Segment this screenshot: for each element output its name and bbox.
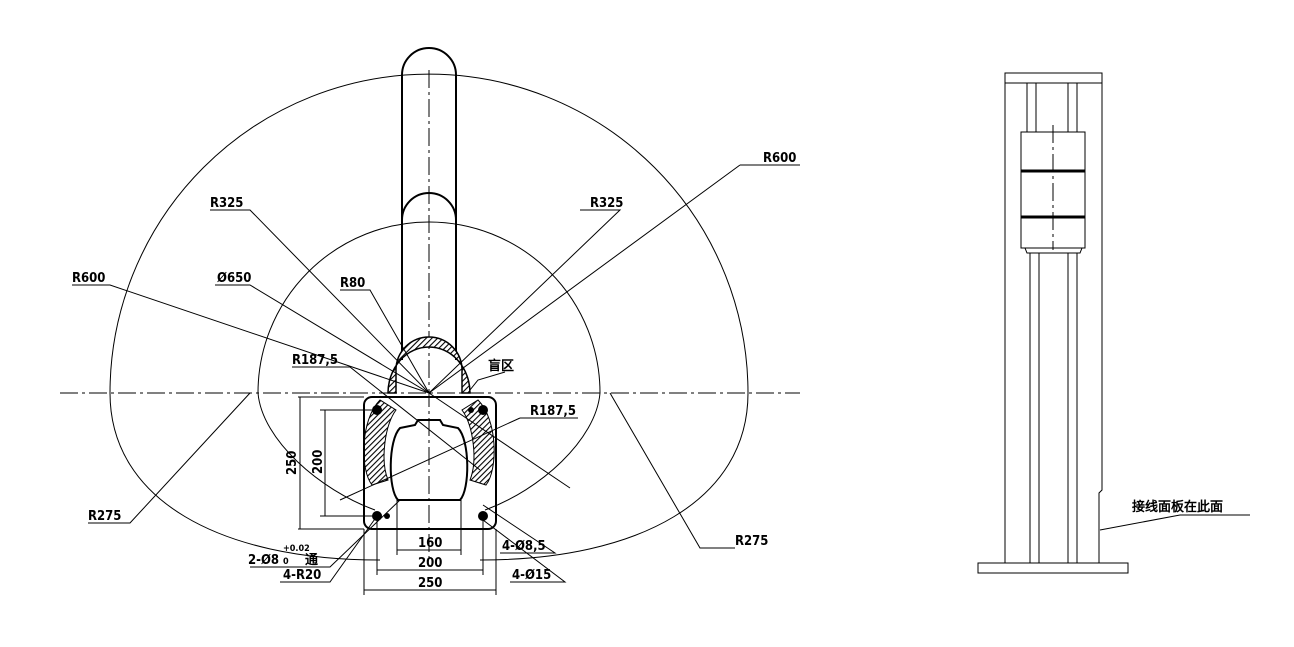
robot-arm-joint <box>401 192 457 221</box>
wiring-panel-note: 接线面板在此面 <box>1132 499 1223 515</box>
dim-250-height: 250 <box>285 451 300 475</box>
workspace-left-lobe <box>109 392 381 561</box>
label-r187-right: R187,5 <box>530 404 576 419</box>
label-hole-2x8: 2-Ø8 <box>248 553 279 568</box>
pin-hole <box>468 407 474 413</box>
label-blind-zone: 盲区 <box>488 358 514 374</box>
label-d8-5: 4-Ø8,5 <box>502 539 546 554</box>
base-flange <box>977 562 1129 574</box>
dimension-lines <box>298 396 497 595</box>
blind-zone-right <box>461 399 495 486</box>
dim-200-width: 200 <box>418 556 442 571</box>
robot-arm-link <box>401 47 457 360</box>
label-r275-right: R275 <box>735 534 768 549</box>
dim-200-height: 200 <box>311 450 326 474</box>
top-view: R600 R325 R325 R600 Ø650 R80 R187,5 盲区 R… <box>60 47 800 595</box>
column-body <box>1004 83 1103 563</box>
mount-hole <box>478 405 488 415</box>
label-r600-left: R600 <box>72 271 105 286</box>
label-d15: 4-Ø15 <box>512 568 551 583</box>
label-hole-through: 通 <box>305 552 318 568</box>
workspace-right-lobe <box>479 392 749 561</box>
label-r325-right: R325 <box>590 196 623 211</box>
label-r325-left: R325 <box>210 196 243 211</box>
label-r275-left: R275 <box>88 509 121 524</box>
label-r80: R80 <box>340 276 365 291</box>
label-hole-tol-upper: +0.02 <box>283 544 310 554</box>
top-cap <box>1004 72 1103 84</box>
side-view: 接线面板在此面 <box>977 72 1250 574</box>
label-d650: Ø650 <box>217 271 251 286</box>
base-plate <box>363 396 497 530</box>
label-r187-left: R187,5 <box>292 353 338 368</box>
blind-zone-left <box>363 399 397 486</box>
workspace-inner-arc <box>257 221 601 394</box>
linear-rails <box>1024 83 1083 563</box>
label-r20: 4-R20 <box>283 568 321 583</box>
label-r600-right: R600 <box>763 151 796 166</box>
base-housing <box>389 419 469 501</box>
dim-250-width: 250 <box>418 576 442 591</box>
workspace-outer-arc <box>109 73 749 394</box>
leader-lines <box>72 164 800 583</box>
dim-160: 160 <box>418 536 442 551</box>
note-leader <box>1099 514 1250 531</box>
label-hole-tol-lower: 0 <box>283 557 289 567</box>
